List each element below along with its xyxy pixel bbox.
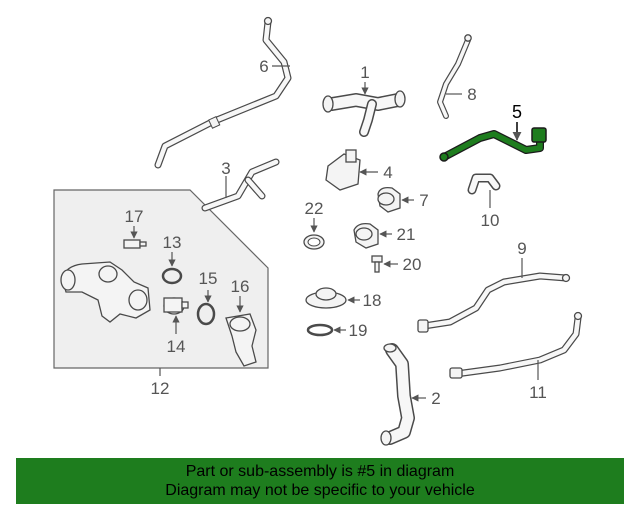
callout-13: 13 (163, 233, 182, 252)
callout-1: 1 (360, 63, 369, 82)
callout-16: 16 (231, 277, 250, 296)
part-20-bolt[interactable] (371, 255, 383, 273)
subassembly-panel (53, 189, 269, 369)
callout-21: 21 (397, 225, 416, 244)
part-19-oring[interactable] (306, 323, 334, 337)
callout-6: 6 (259, 57, 268, 76)
part-10-hose[interactable] (467, 173, 501, 195)
callout-3: 3 (221, 159, 230, 178)
part-13-clamp[interactable] (161, 267, 183, 285)
part-16-outlet[interactable] (225, 313, 257, 367)
part-9-pipe[interactable] (417, 272, 571, 333)
part-17-sensor[interactable] (123, 239, 147, 249)
part-6-pipe[interactable] (154, 16, 292, 169)
callout-12: 12 (151, 379, 170, 398)
parts-diagram: 1 2 3 4 5 6 7 8 9 10 11 12 13 14 15 16 1… (53, 16, 583, 446)
callout-22: 22 (305, 199, 324, 218)
part-4-housing[interactable] (325, 149, 361, 191)
part-11-pipe[interactable] (449, 311, 583, 379)
part-14-thermostat[interactable] (163, 297, 189, 315)
callout-18: 18 (363, 291, 382, 310)
callout-9: 9 (517, 239, 526, 258)
callout-4: 4 (383, 163, 392, 182)
callout-19: 19 (349, 321, 368, 340)
callout-14: 14 (167, 337, 186, 356)
part-2-hose[interactable] (380, 343, 415, 446)
callout-5: 5 (512, 102, 522, 122)
thermostat-housing-assembly[interactable] (60, 261, 151, 323)
banner-line-disclaimer: Diagram may not be specific to your vehi… (165, 482, 475, 499)
part-18-cap[interactable] (305, 287, 347, 309)
part-22-clamp[interactable] (303, 234, 325, 250)
callout-20: 20 (403, 255, 422, 274)
callout-11: 11 (529, 383, 547, 402)
callout-7: 7 (419, 191, 428, 210)
part-21-elbow[interactable] (353, 222, 379, 249)
banner-line-part: Part or sub-assembly is #5 in diagram (185, 463, 455, 480)
part-7-elbow[interactable] (377, 186, 401, 213)
callout-17: 17 (125, 207, 144, 226)
part-3-pipe[interactable] (201, 158, 280, 212)
callout-15: 15 (199, 269, 218, 288)
part-8-pipe[interactable] (437, 34, 472, 119)
part-info-banner: Part or sub-assembly is #5 in diagram Di… (16, 458, 624, 504)
part-1-hose[interactable] (322, 90, 406, 137)
part-15-oring[interactable] (196, 302, 216, 326)
callout-10: 10 (481, 211, 500, 230)
part-5-pipe-highlighted[interactable] (439, 127, 547, 162)
callout-8: 8 (467, 85, 476, 104)
callout-2: 2 (431, 389, 440, 408)
